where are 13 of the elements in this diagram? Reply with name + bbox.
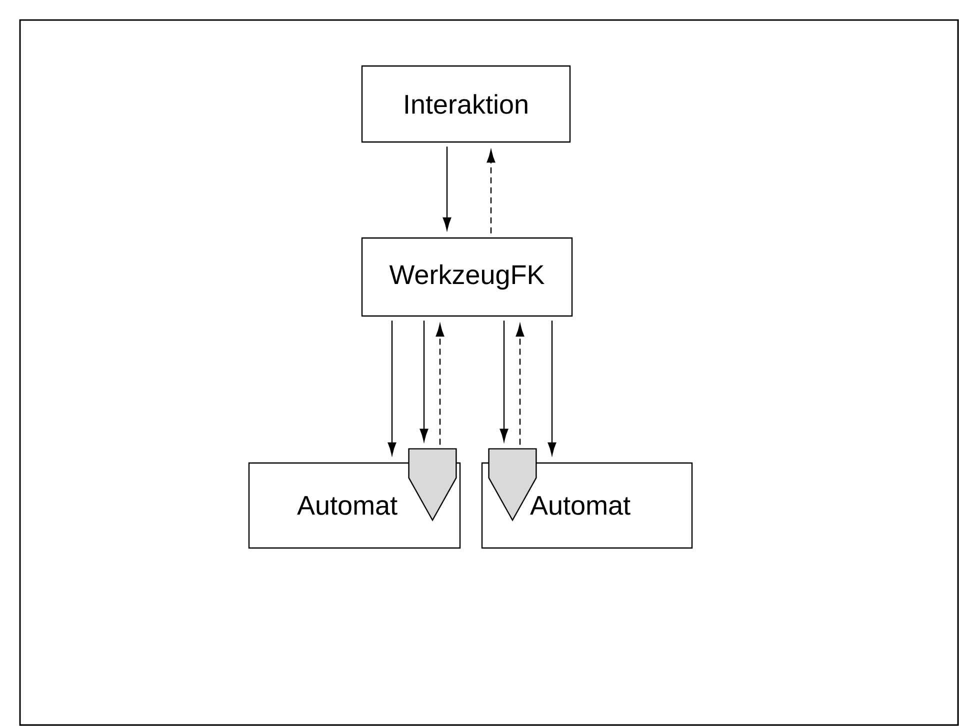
text-box: Automat — [248, 462, 461, 549]
arrow — [420, 320, 428, 442]
arrow — [500, 320, 508, 442]
arrow — [436, 324, 444, 445]
arrow — [442, 146, 452, 230]
text-box: Automat — [481, 462, 693, 549]
text-box: Interaktion — [361, 65, 571, 143]
connector-shape — [408, 448, 457, 522]
arrow — [486, 150, 496, 234]
arrow — [548, 320, 556, 455]
text-box: WerkzeugFK — [361, 237, 573, 317]
arrow — [388, 320, 396, 455]
arrow — [516, 324, 524, 445]
